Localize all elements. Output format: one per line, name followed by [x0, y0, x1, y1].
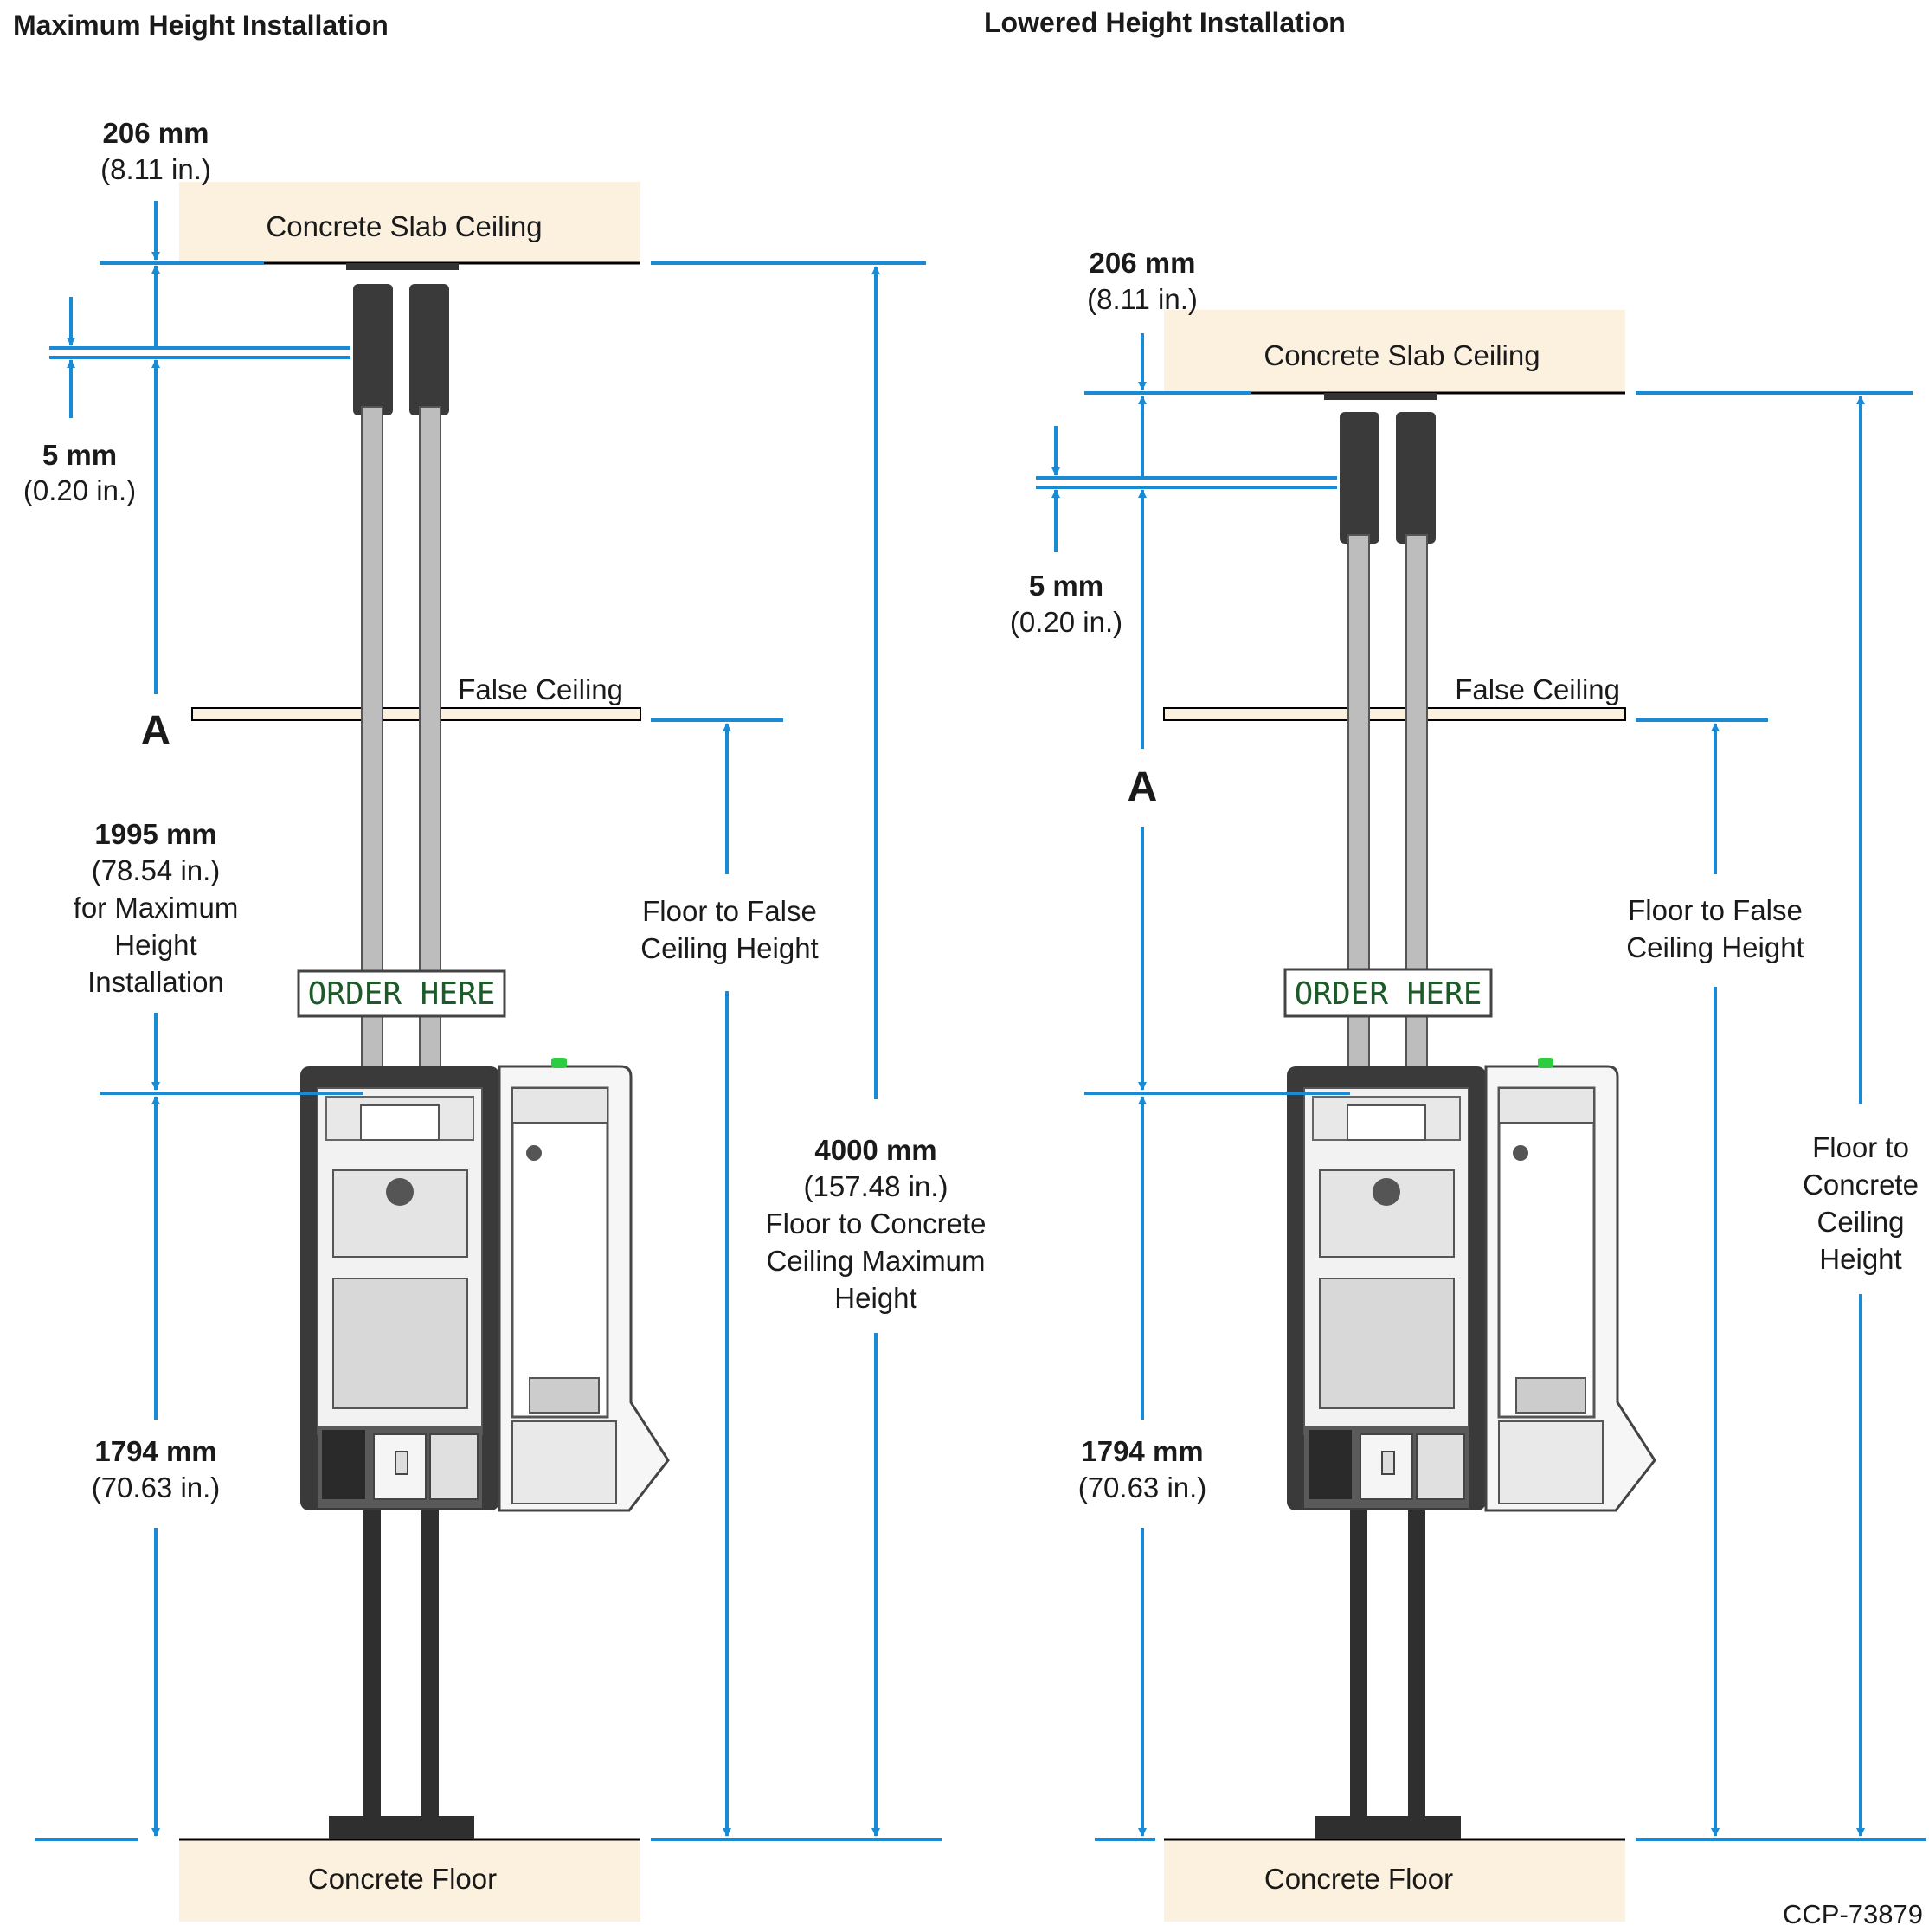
false-ceiling-right	[1163, 707, 1626, 721]
dim-1794-value-left: 1794 mm	[94, 1435, 216, 1467]
dim-4000-line1-left: Floor to Concrete	[766, 1208, 987, 1240]
order-here-sign-left	[297, 969, 506, 1018]
dim-4000-line3-left: Height	[834, 1282, 916, 1314]
concrete-slab-ceiling-left	[179, 182, 640, 263]
right-panel: Lowered Height Installation Concrete Sla…	[984, 7, 1926, 1922]
dim-1995-value-left: 1995 mm	[94, 818, 216, 850]
left-panel-title: Maximum Height Installation	[13, 10, 389, 41]
false-ceiling-label-left: False Ceiling	[458, 673, 623, 705]
stand-pole-right-b	[1408, 1510, 1425, 1818]
ceiling-bracket-right-b	[1396, 412, 1436, 544]
marker-a-left: A	[141, 708, 171, 754]
false-ceiling-label-right: False Ceiling	[1455, 673, 1620, 705]
ceiling-label-right: Concrete Slab Ceiling	[1263, 339, 1540, 371]
dim-5-imperial-right: (0.20 in.)	[1010, 606, 1122, 638]
dim-1794-imperial-left: (70.63 in.)	[92, 1472, 221, 1504]
stand-pole-left-a	[363, 1510, 381, 1818]
concrete-floor-right	[1164, 1839, 1625, 1922]
dim-1794-value-right: 1794 mm	[1081, 1435, 1203, 1467]
figure-id: CCP-73879	[1783, 1899, 1923, 1929]
dim-concrete-line3-right: Ceiling	[1817, 1206, 1905, 1238]
dim-5-imperial-left: (0.20 in.)	[23, 474, 136, 506]
dim-1995-imperial-left: (78.54 in.)	[92, 854, 221, 886]
kiosk-right	[1285, 1056, 1656, 1512]
dim-false-line1-right: Floor to False	[1628, 894, 1803, 926]
ceiling-bracket-right-a	[1340, 412, 1379, 544]
concrete-slab-ceiling-right	[1164, 310, 1625, 393]
ceiling-bracket-left-a	[353, 284, 393, 415]
false-ceiling-left	[191, 707, 641, 721]
dim-1995-note3-left: Installation	[87, 966, 224, 998]
stand-pole-right-a	[1350, 1510, 1367, 1818]
ceiling-bracket-left-b	[409, 284, 449, 415]
dim-206-imperial-right: (8.11 in.)	[1087, 283, 1198, 315]
floor-label-right: Concrete Floor	[1264, 1863, 1453, 1895]
floor-label-left: Concrete Floor	[308, 1863, 497, 1895]
dim-1794-imperial-right: (70.63 in.)	[1078, 1472, 1207, 1504]
dim-206-value-left: 206 mm	[103, 117, 209, 149]
dim-4000-value-left: 4000 mm	[814, 1134, 936, 1166]
stand-pole-left-b	[421, 1510, 439, 1818]
right-panel-title: Lowered Height Installation	[984, 7, 1346, 38]
dim-4000-line2-left: Ceiling Maximum	[766, 1245, 985, 1277]
dim-concrete-line2-right: Concrete	[1803, 1169, 1919, 1201]
sign-text-left: ORDER HERE	[308, 976, 496, 1012]
sign-text-right: ORDER HERE	[1295, 976, 1482, 1012]
order-here-sign-right	[1283, 968, 1493, 1018]
concrete-floor-left	[179, 1839, 640, 1922]
dim-false-line2-right: Ceiling Height	[1626, 931, 1804, 963]
dim-1995-note1-left: for Maximum	[74, 892, 239, 924]
dim-5-value-left: 5 mm	[42, 439, 117, 471]
stand-base-right	[1315, 1816, 1461, 1839]
dim-206-imperial-left: (8.11 in.)	[100, 153, 211, 185]
kiosk-left	[299, 1056, 670, 1512]
dim-false-line2-left: Ceiling Height	[640, 932, 818, 964]
marker-a-right: A	[1128, 764, 1158, 810]
dim-false-line1-left: Floor to False	[642, 895, 817, 927]
stand-base-left	[329, 1816, 474, 1839]
dim-4000-imperial-left: (157.48 in.)	[804, 1170, 948, 1202]
dim-206-value-right: 206 mm	[1090, 247, 1196, 279]
ceiling-label-left: Concrete Slab Ceiling	[266, 210, 542, 242]
left-panel: Maximum Height Installation Concrete Sla…	[13, 10, 986, 1922]
dim-concrete-line1-right: Floor to	[1812, 1131, 1909, 1163]
dim-5-value-right: 5 mm	[1029, 570, 1103, 602]
dim-1995-note2-left: Height	[114, 929, 196, 961]
dim-concrete-line4-right: Height	[1819, 1243, 1901, 1275]
